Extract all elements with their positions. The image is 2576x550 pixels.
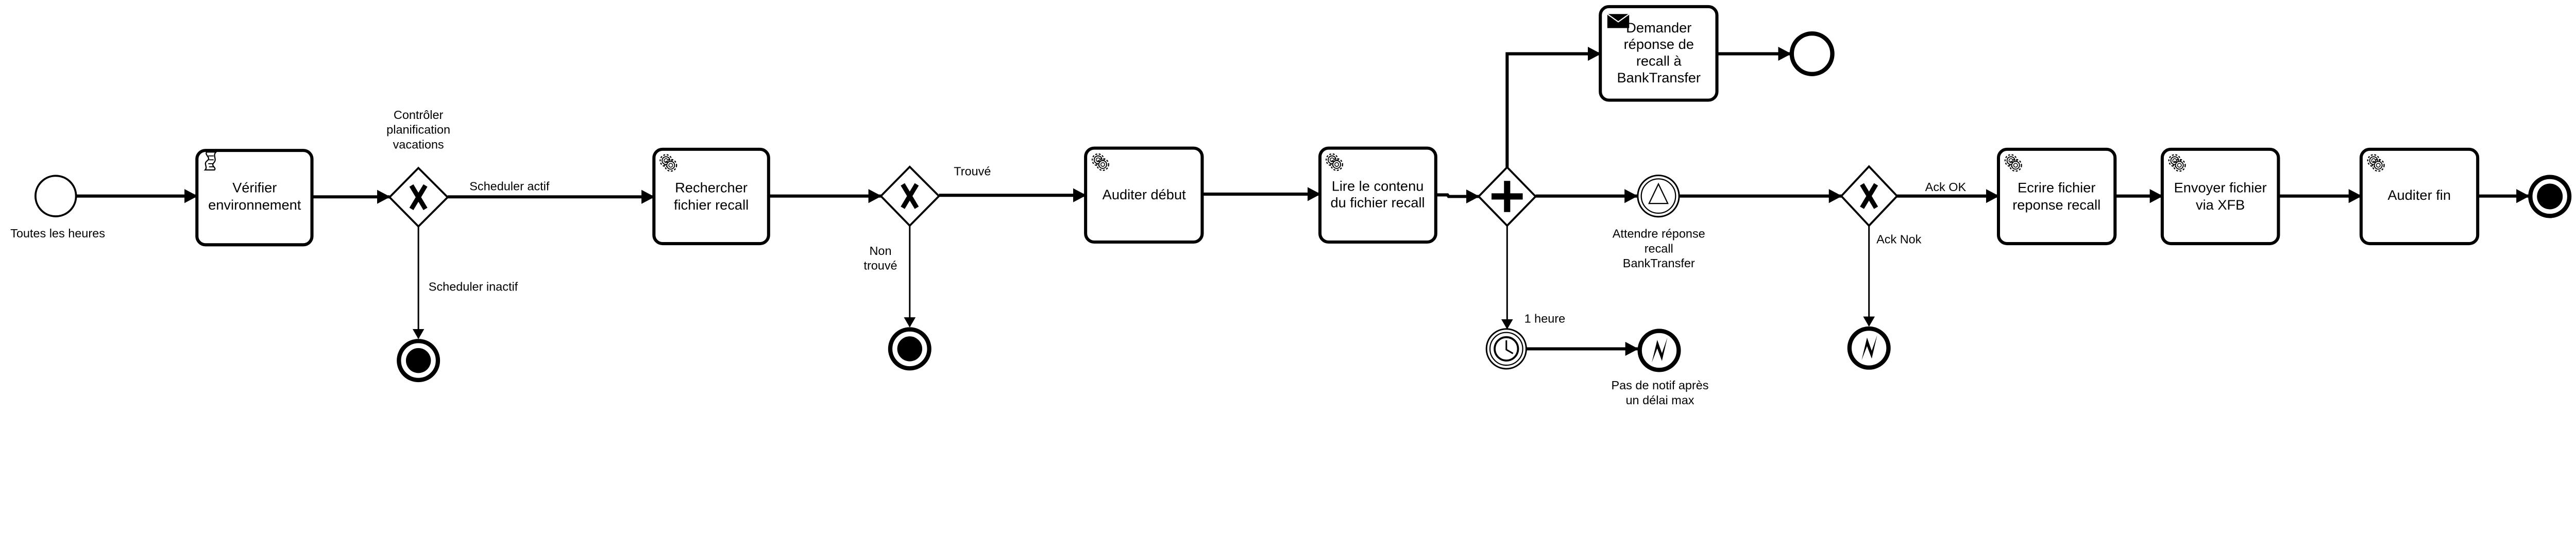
flow-parallel-to-demander[interactable] bbox=[1505, 46, 1601, 167]
event-label-line: BankTransfer bbox=[1623, 256, 1695, 270]
x-icon bbox=[901, 183, 919, 209]
event-timer[interactable] bbox=[1485, 328, 1527, 370]
event-label-line: un délai max bbox=[1626, 393, 1694, 407]
task-label-line: Vérifier bbox=[232, 180, 277, 196]
plus-icon bbox=[1492, 181, 1523, 212]
start-event[interactable] bbox=[34, 175, 77, 217]
gateway-controler[interactable] bbox=[388, 166, 449, 228]
event-label-line: Attendre réponse bbox=[1613, 227, 1705, 240]
x-icon bbox=[409, 184, 428, 211]
flow-lire-to-parallel[interactable] bbox=[1435, 189, 1480, 204]
task-label-line: reponse recall bbox=[2012, 197, 2100, 213]
task-label-line: Lire le contenu bbox=[1332, 178, 1424, 194]
task-label-line: Envoyer fichier bbox=[2174, 180, 2267, 196]
task-label-line: Demander bbox=[1626, 20, 1691, 36]
error-end-ack-nok[interactable] bbox=[1847, 326, 1891, 370]
task-label-line: Auditer début bbox=[1103, 186, 1186, 202]
task-auditer-fin[interactable]: Auditer fin bbox=[2359, 147, 2480, 246]
gateway-parallel[interactable] bbox=[1477, 165, 1537, 227]
start-event-label: Toutes les heures bbox=[10, 227, 105, 240]
task-auditer-debut[interactable]: Auditer début bbox=[1084, 146, 1204, 244]
task-label-line: Ecrire fichier bbox=[2018, 180, 2095, 196]
event-label-line: recall bbox=[1645, 242, 1673, 255]
task-verifier[interactable]: Vérifier environnement bbox=[195, 149, 314, 247]
event-attendre[interactable] bbox=[1637, 175, 1680, 218]
task-label-line: via XFB bbox=[2196, 197, 2245, 213]
task-label-line: BankTransfer bbox=[1617, 70, 1701, 85]
end-event-non-trouve[interactable] bbox=[888, 327, 931, 371]
flow-label-ack-ok: Ack OK bbox=[1925, 180, 1967, 194]
signal-icon bbox=[1648, 182, 1669, 204]
flow-label-une-heure: 1 heure bbox=[1524, 312, 1566, 325]
task-label-line: environnement bbox=[208, 197, 301, 213]
end-event-demander[interactable] bbox=[1789, 31, 1835, 76]
end-event-final[interactable] bbox=[2528, 175, 2572, 218]
task-rechercher[interactable]: Rechercher fichier recall bbox=[652, 147, 770, 246]
flow-label-non-trouve: Non bbox=[870, 244, 892, 257]
script-icon bbox=[204, 151, 218, 171]
task-label-line: Rechercher bbox=[675, 180, 748, 196]
flow-label-scheduler-actif: Scheduler actif bbox=[469, 179, 550, 193]
gateway-label-line: vacations bbox=[393, 138, 444, 151]
flow-label-non-trouve: trouvé bbox=[863, 259, 897, 272]
end-event-scheduler-inactif[interactable] bbox=[397, 339, 440, 383]
clock-icon bbox=[1494, 336, 1519, 362]
flow-label-trouve: Trouvé bbox=[954, 165, 991, 178]
task-label-line: recall à bbox=[1636, 53, 1682, 69]
error-end-pas-de-notif[interactable] bbox=[1637, 329, 1681, 372]
gateway-label-line: planification bbox=[386, 123, 450, 136]
error-icon bbox=[1652, 337, 1668, 363]
task-label-line: réponse de bbox=[1624, 36, 1694, 52]
task-demander[interactable]: Demander réponse de recall à BankTransfe… bbox=[1599, 5, 1719, 102]
x-icon bbox=[1860, 183, 1878, 209]
event-label-line: Pas de notif après bbox=[1611, 379, 1708, 392]
bpmn-diagram: Toutes les heures Vérifier environnement… bbox=[10, 5, 2572, 407]
task-envoyer[interactable]: Envoyer fichier via XFB bbox=[2160, 147, 2280, 246]
envelope-icon bbox=[1607, 13, 1630, 28]
task-label-line: du fichier recall bbox=[1330, 194, 1425, 210]
flow-label-ack-nok: Ack Nok bbox=[1876, 232, 1922, 246]
gateway-ack[interactable] bbox=[1840, 165, 1899, 227]
task-label-line: fichier recall bbox=[674, 197, 749, 213]
task-ecrire[interactable]: Ecrire fichier reponse recall bbox=[1996, 147, 2117, 246]
error-icon bbox=[1861, 335, 1877, 360]
sequence-flows bbox=[76, 46, 2530, 356]
gateway-trouve[interactable] bbox=[879, 165, 941, 227]
gateway-label-line: Contrôler bbox=[394, 108, 444, 122]
flow-label-scheduler-inactif: Scheduler inactif bbox=[429, 280, 518, 294]
task-label-line: Auditer fin bbox=[2387, 187, 2451, 203]
task-lire[interactable]: Lire le contenu du fichier recall bbox=[1318, 146, 1437, 244]
